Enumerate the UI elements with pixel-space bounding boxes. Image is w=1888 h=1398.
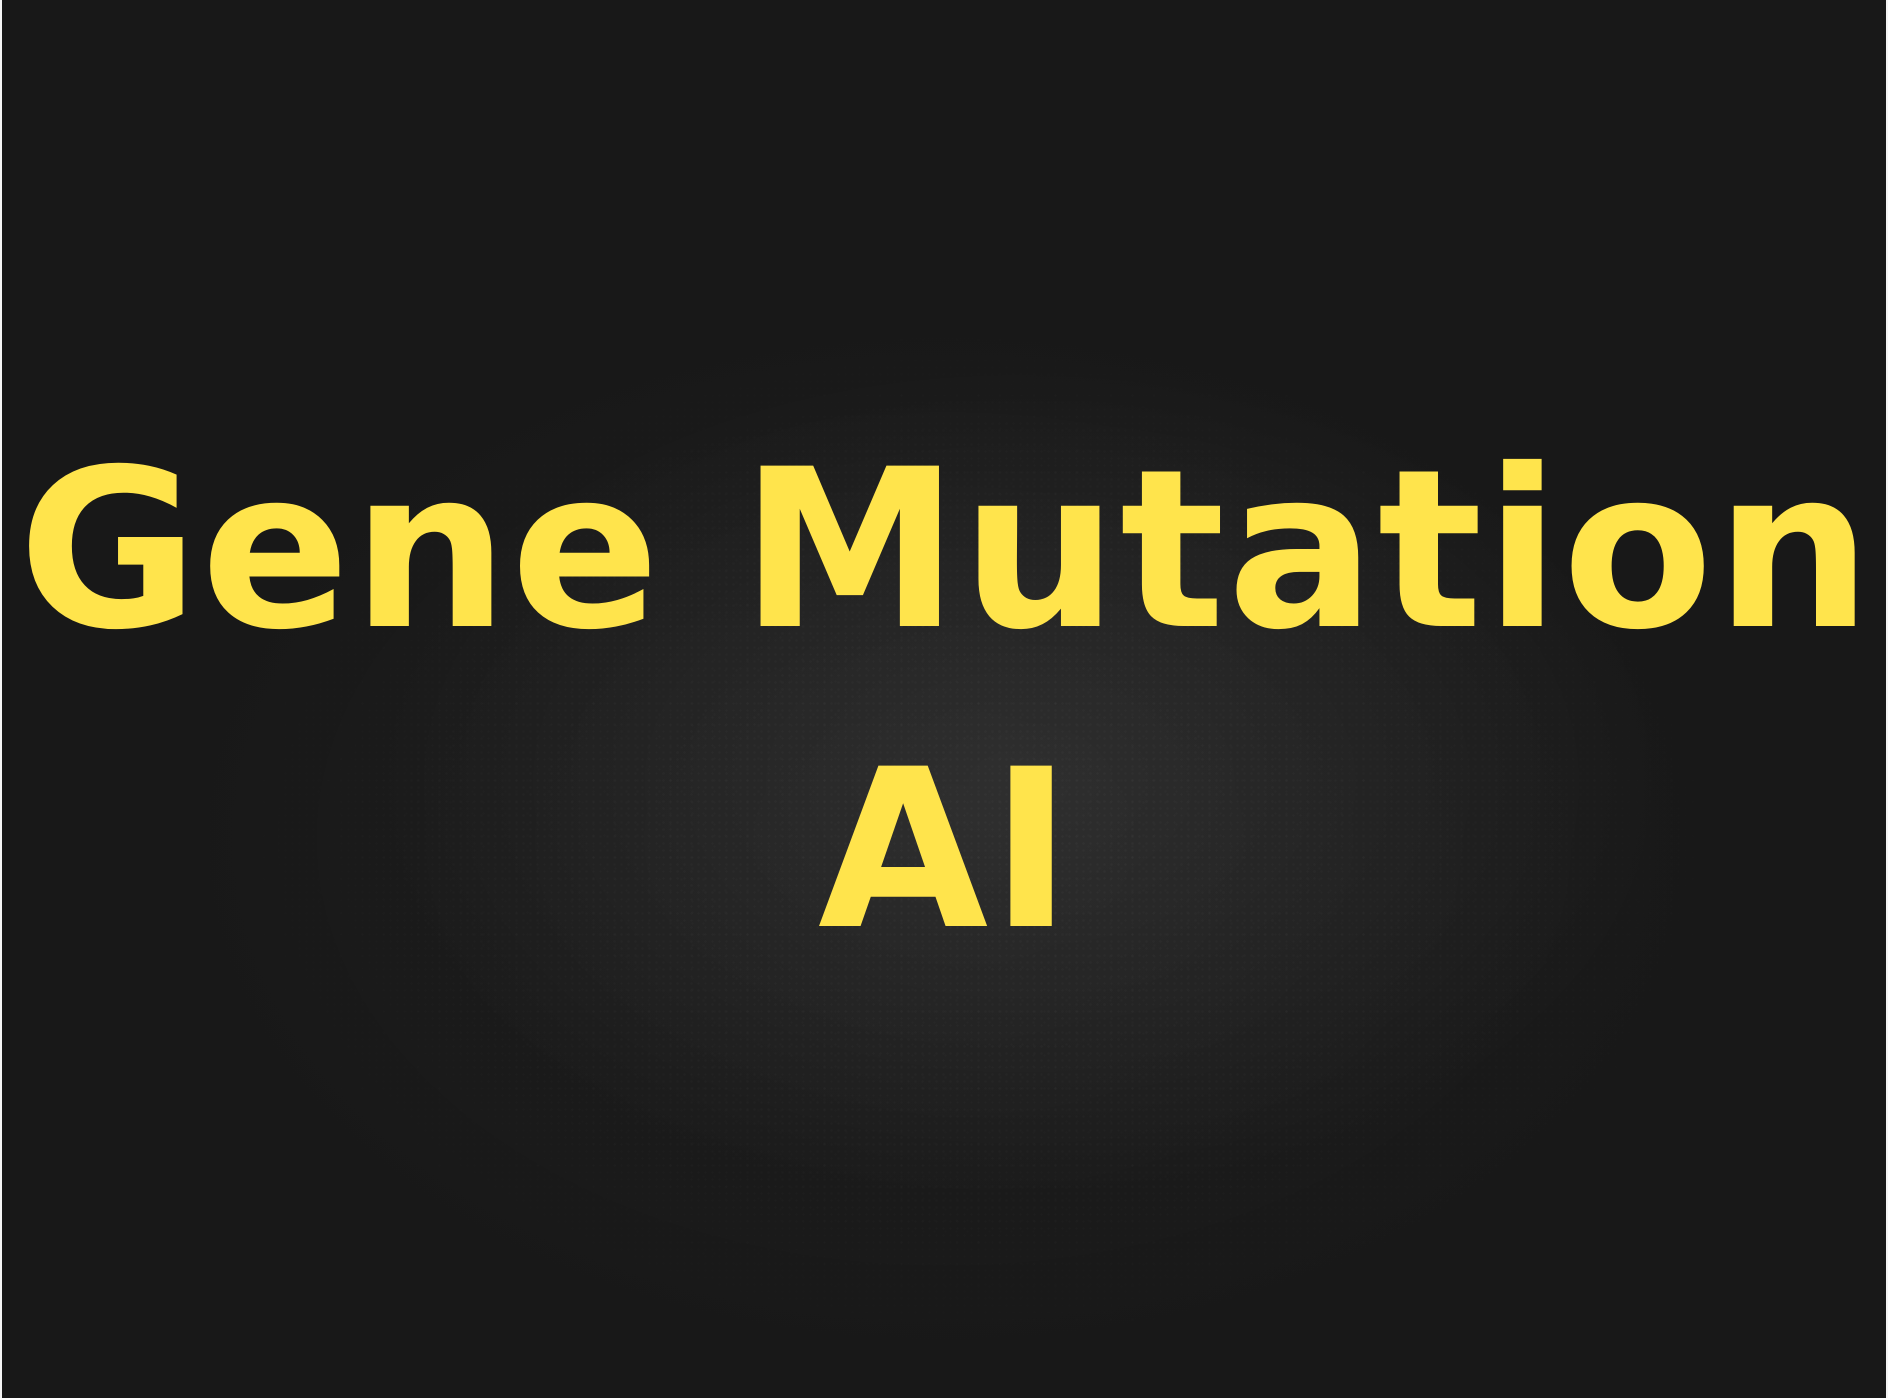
title-line-1: Gene Mutation bbox=[18, 422, 1874, 678]
title-line-2: AI bbox=[817, 722, 1075, 978]
title-text: Gene Mutation AI bbox=[2, 400, 1886, 1000]
